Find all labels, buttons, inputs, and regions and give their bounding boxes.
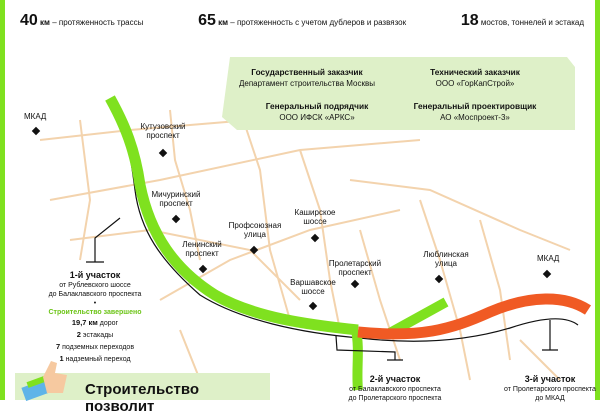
road-network — [39, 94, 571, 381]
label-leninsky: Ленинский проспект — [182, 240, 222, 258]
label-michurinsky: Мичуринский проспект — [151, 190, 201, 208]
thumbs-up-icon — [21, 361, 67, 401]
section-leaders — [86, 217, 558, 361]
banner-text: Строительство позволит — [85, 381, 200, 415]
section-1-status: Строительство завершено — [48, 309, 142, 316]
label-lyublinskaya: Люблинская улица — [423, 250, 469, 268]
section-1-route — [105, 95, 359, 336]
stat-structures: 18 мостов, тоннелей и эстакад — [460, 12, 584, 29]
right-border — [595, 0, 600, 400]
label-profsoyuznaya: Профсоюзная улица — [228, 221, 282, 239]
fact: 1 надземный переход — [59, 354, 131, 363]
benefits-banner: Строительство позволит — [15, 361, 270, 415]
railway-line — [111, 99, 579, 342]
label-varshavskoe: Варшавское шоссе — [290, 278, 336, 296]
section-3-route — [357, 293, 592, 340]
label-mkad-east: МКАД — [537, 254, 560, 263]
stats-bar: 40 км – протяженность трассы 65 км – про… — [20, 12, 584, 30]
label-kutuzovsky: Кутузовский проспект — [140, 122, 186, 140]
stat-length: 40 км – протяженность трассы — [20, 12, 144, 29]
map-markers — [31, 126, 552, 311]
fact: 19,7 км дорог — [71, 318, 119, 327]
route-map — [31, 94, 592, 391]
left-border — [0, 0, 5, 400]
label-kashirskoe: Каширское шоссе — [294, 208, 336, 226]
fact: 2 эстакады — [76, 330, 114, 339]
stat-total-length: 65 км – протяженность с учетом дублеров … — [198, 12, 407, 29]
fact: 7 подземных переходов — [55, 342, 135, 351]
label-proletarsky: Пролетарский проспект — [328, 259, 382, 277]
section-2-route — [351, 329, 363, 391]
label-mkad-west: МКАД — [24, 112, 47, 121]
